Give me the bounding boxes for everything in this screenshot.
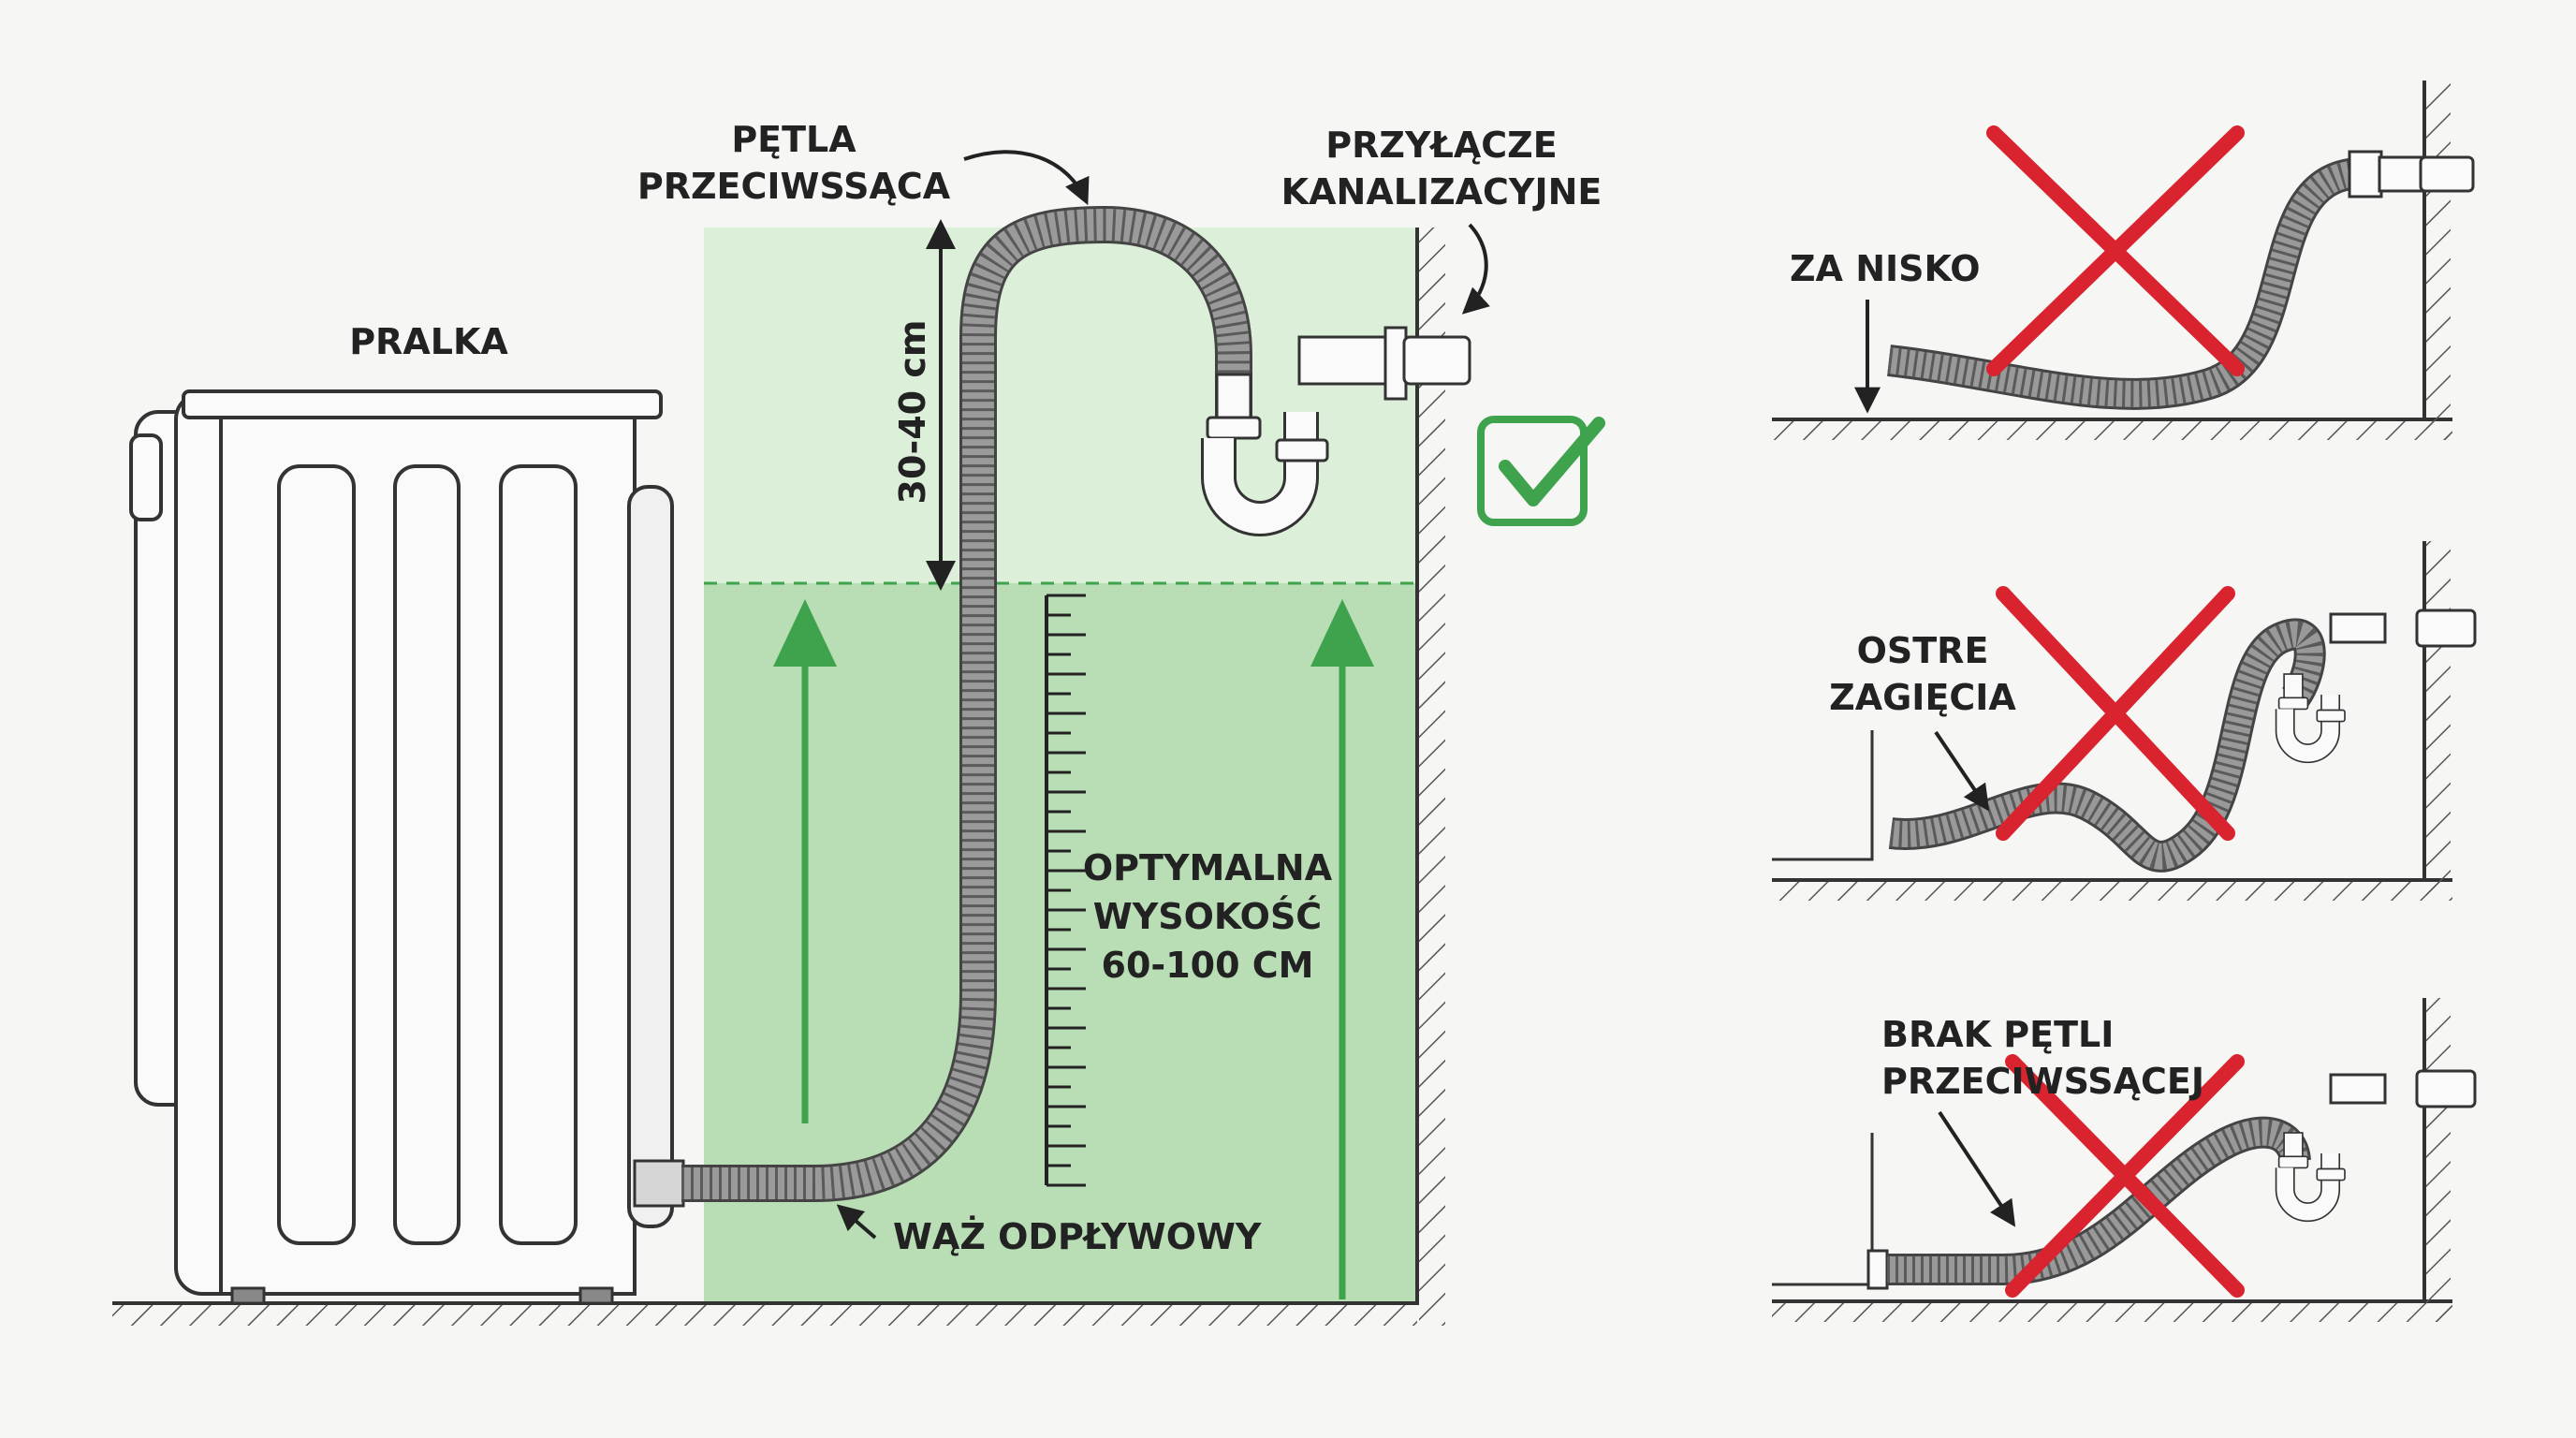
drain-label-line2: KANALIZACYJNE [1281, 171, 1603, 213]
drain-hose [681, 205, 1252, 1202]
loop-label-line1: PĘTLA [731, 119, 856, 160]
height-arrow-right [1310, 599, 1374, 1299]
optimal-height-line2: WYSOKOŚĆ [1093, 896, 1322, 937]
x-icon [2005, 1054, 2245, 1298]
no-loop-label-line1: BRAK PĘTLI [1881, 1014, 2114, 1055]
loop-zone [704, 227, 1417, 583]
wall-hatch [1419, 227, 1445, 1326]
loop-height-label: 30-40 cm [892, 320, 933, 505]
hose-label-pointer [836, 1204, 877, 1240]
washer-label: PRALKA [349, 321, 508, 362]
mistake-sharp-bends: OSTRE ZAGIĘCIA [1772, 541, 2477, 901]
main-panel: 30-40 cm PRALKA PĘTLA PRZECIWSSĄCA PRZYŁ… [112, 119, 1605, 1326]
too-low-label: ZA NISKO [1790, 248, 1981, 289]
too-low-hose [1887, 157, 2361, 410]
x-icon [1986, 125, 2245, 376]
no-loop-label-line2: PRZECIWSSĄCEJ [1881, 1061, 2204, 1102]
checkmark-icon [1477, 416, 1605, 526]
sharp-bends-label-line1: OSTRE [1857, 630, 1989, 671]
washing-machine [129, 389, 685, 1305]
hose-label: WĄŻ ODPŁYWOWY [893, 1216, 1262, 1257]
sharp-bends-pointer [1934, 730, 1990, 812]
height-arrow-left [773, 599, 837, 1123]
x-icon [1996, 586, 2235, 841]
sewer-connection [1208, 326, 1471, 519]
optimal-height-line1: OPTYMALNA [1083, 847, 1333, 888]
drain-label-line1: PRZYŁĄCZE [1325, 125, 1557, 166]
mistake-too-low: ZA NISKO [1772, 81, 2475, 440]
drain-label-pointer [1461, 223, 1490, 315]
optimal-height-line3: 60-100 CM [1102, 945, 1314, 986]
mistake-no-loop: BRAK PĘTLI PRZECIWSSĄCEJ [1772, 998, 2477, 1322]
sharp-bends-label-line2: ZAGIĘCIA [1829, 677, 2016, 718]
no-loop-hose [1887, 1116, 2311, 1285]
floor-hatch [112, 1305, 1417, 1326]
loop-label-pointer [963, 150, 1090, 206]
no-loop-pointer [1938, 1110, 2016, 1227]
height-ruler [1045, 594, 1086, 1187]
loop-label-line2: PRZECIWSSĄCA [637, 166, 951, 207]
